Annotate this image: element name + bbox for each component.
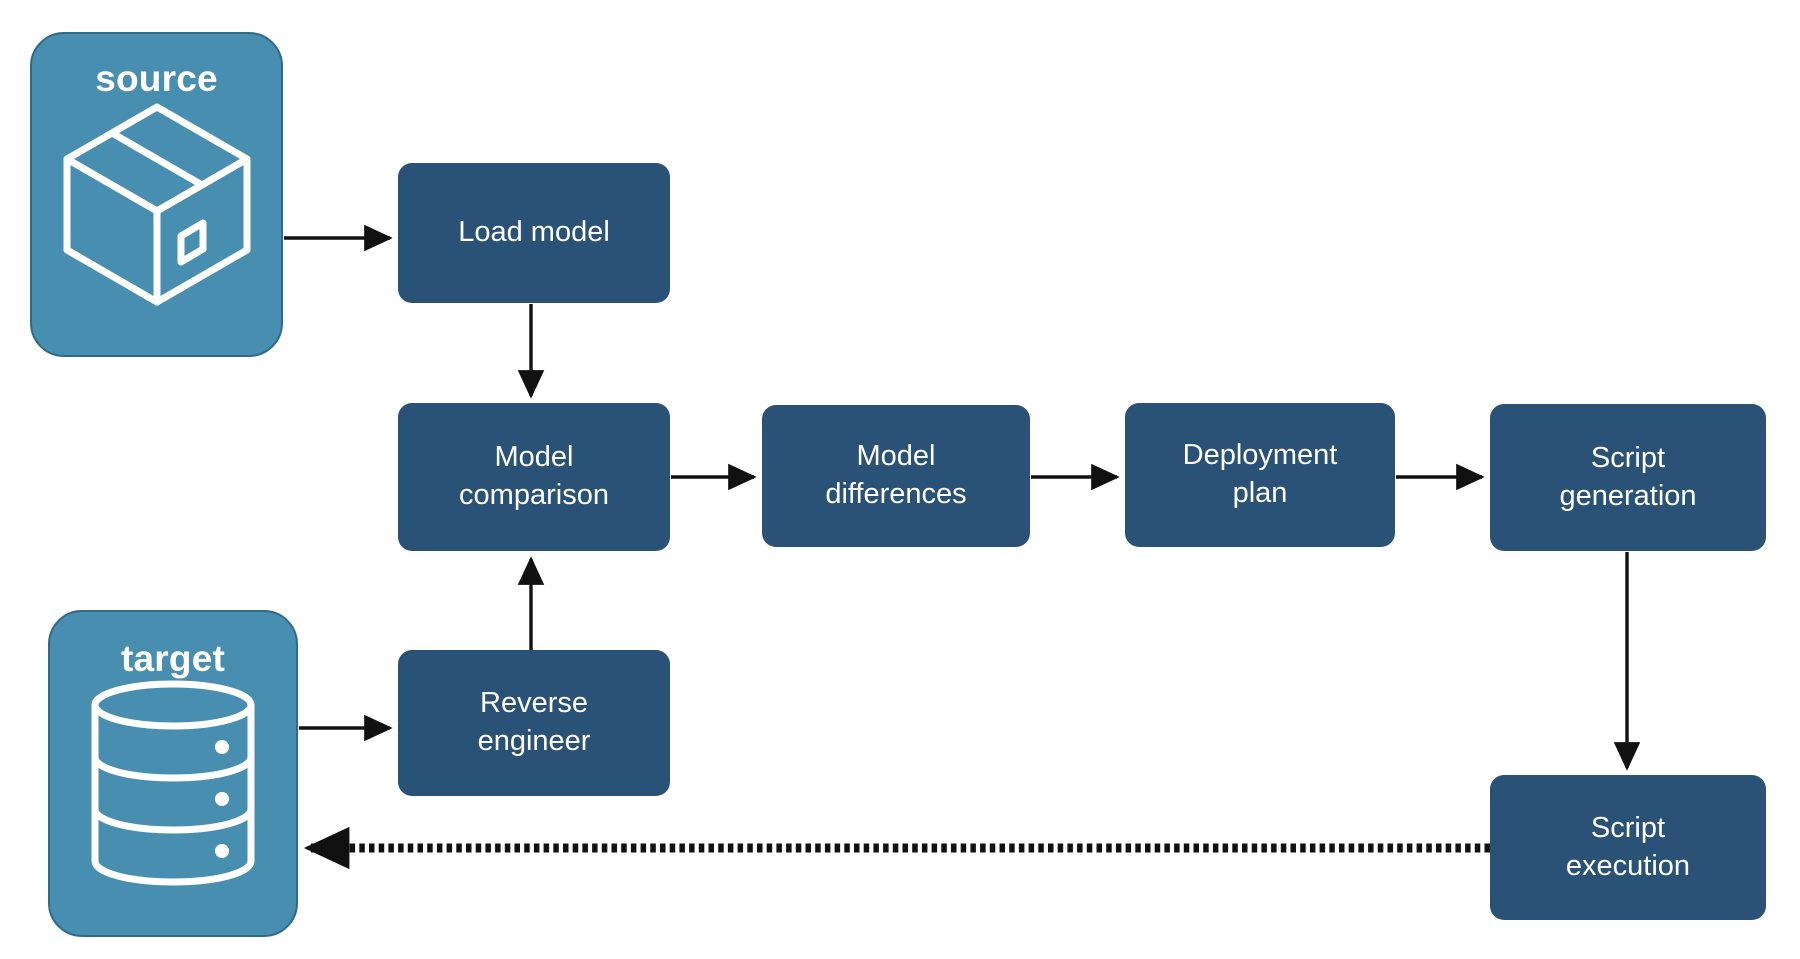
node-deployment-plan[interactable]: Deployment plan <box>1125 403 1395 547</box>
endpoint-target-label: target <box>121 638 225 679</box>
node-script-generation-label: Script generation <box>1559 441 1697 512</box>
node-deployment-plan-label: Deployment plan <box>1182 439 1338 509</box>
node-model-differences-label: Model differences <box>825 440 967 510</box>
db-status-dot-3 <box>215 844 229 858</box>
node-load-model[interactable]: Load model <box>398 163 670 303</box>
node-model-differences[interactable]: Model differences <box>762 405 1030 547</box>
node-model-comparison[interactable]: Model comparison <box>398 403 670 551</box>
node-script-generation[interactable]: Script generation <box>1490 404 1766 551</box>
database-cylinder-icon <box>91 680 255 886</box>
node-reverse-engineer-label: Reverse engineer <box>477 687 591 757</box>
endpoint-target[interactable]: target <box>48 610 298 937</box>
db-status-dot-1 <box>215 740 229 754</box>
node-load-model-label: Load model <box>458 216 610 249</box>
node-reverse-engineer[interactable]: Reverse engineer <box>398 650 670 796</box>
node-model-comparison-label: Model comparison <box>459 441 609 511</box>
package-box-icon <box>63 103 250 306</box>
node-script-execution[interactable]: Script execution <box>1490 775 1766 920</box>
endpoint-source[interactable]: source <box>30 32 283 357</box>
endpoint-source-label: source <box>95 58 218 99</box>
db-status-dot-2 <box>215 792 229 806</box>
node-script-execution-label: Script execution <box>1565 811 1691 882</box>
